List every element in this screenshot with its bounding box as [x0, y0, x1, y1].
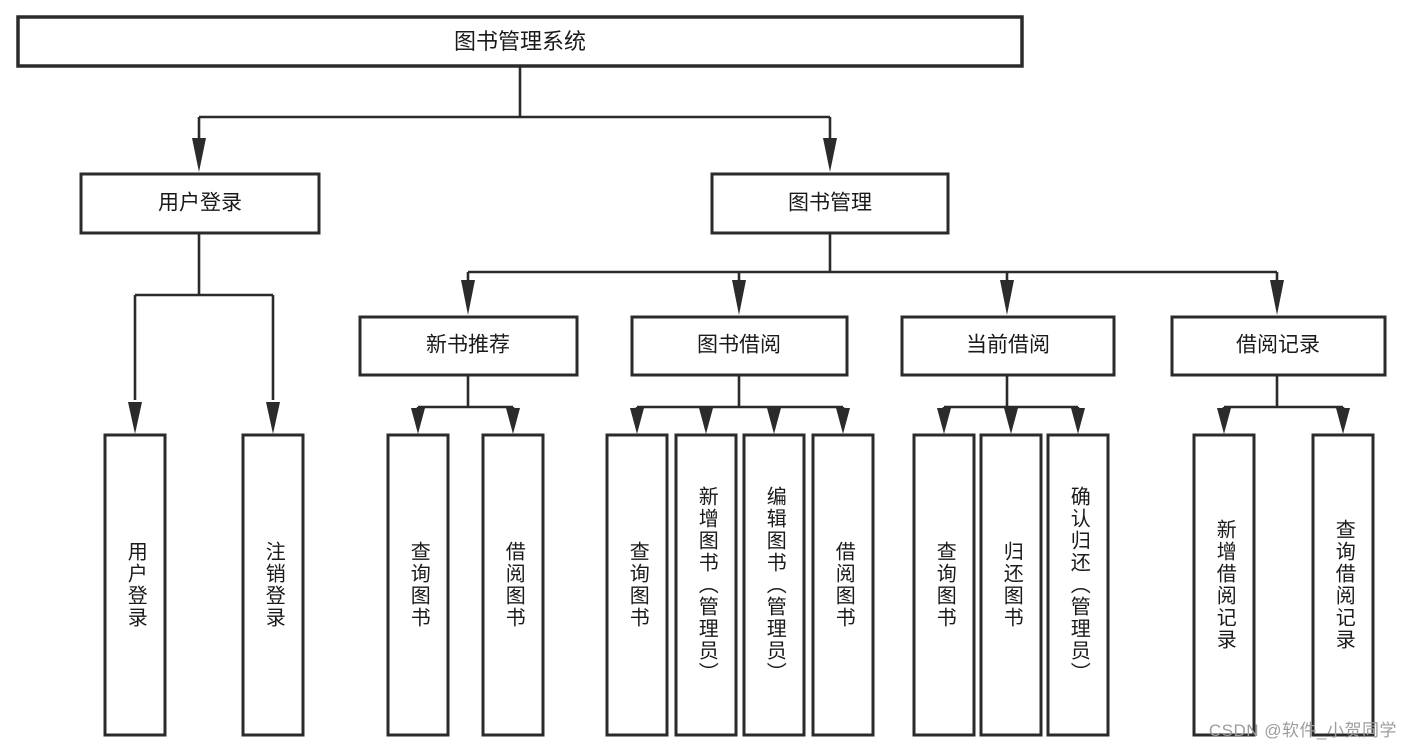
node-root-label: 图书管理系统 — [454, 29, 586, 54]
node-book-borrow[interactable]: 图书借阅 — [630, 315, 849, 377]
leaf-rect-bookborrow-2[interactable] — [674, 433, 738, 737]
node-borrow-record-label: 借阅记录 — [1236, 334, 1320, 357]
leaf-rect-currentborrow-2[interactable] — [979, 433, 1043, 737]
arrowhead-leaf-currentborrow-3 — [1071, 408, 1085, 434]
arrowhead-leaf-user-login-1 — [128, 402, 142, 434]
node-user-login-label: 用户登录 — [158, 192, 242, 215]
leaf-rect-currentborrow-1[interactable] — [912, 433, 976, 737]
node-book-manage-label: 图书管理 — [788, 192, 872, 215]
leaf-boxes — [103, 433, 1375, 737]
arrowhead-leaf-borrowrecord-1 — [1217, 408, 1231, 434]
leaf-rect-bookborrow-4[interactable] — [811, 433, 875, 737]
node-new-book-recommend-label: 新书推荐 — [426, 334, 510, 357]
arrowhead-leaf-borrowrecord-2 — [1336, 408, 1350, 434]
leaf-rect-bookborrow-3[interactable] — [742, 433, 806, 737]
arrowhead-leaf-user-login-2 — [266, 402, 280, 434]
node-book-manage-rect[interactable] — [710, 172, 950, 235]
node-current-borrow-label: 当前借阅 — [966, 334, 1050, 357]
arrowhead-current-borrow — [1000, 280, 1014, 315]
node-new-book-recommend[interactable]: 新书推荐 — [358, 315, 579, 377]
arrowhead-leaf-newbook-1 — [411, 408, 425, 434]
leaf-rect-currentborrow-3[interactable] — [1046, 433, 1110, 737]
arrowhead-leaf-bookborrow-1 — [630, 408, 644, 434]
arrowhead-book-manage — [823, 138, 837, 172]
arrowhead-leaf-newbook-2 — [506, 408, 520, 434]
node-current-borrow[interactable]: 当前借阅 — [900, 315, 1116, 377]
connectors — [128, 66, 1350, 434]
arrowhead-new-book — [461, 280, 475, 315]
arrowhead-leaf-currentborrow-2 — [1004, 408, 1018, 434]
leaf-rect-bookborrow-1[interactable] — [605, 433, 669, 737]
node-user-login[interactable]: 用户登录 — [79, 172, 321, 235]
leaf-rect-user-login-1[interactable] — [103, 433, 167, 737]
arrowhead-leaf-bookborrow-2 — [699, 408, 713, 434]
node-root-rect[interactable] — [16, 15, 1024, 68]
leaf-rect-newbook-1[interactable] — [386, 433, 450, 737]
arrowhead-leaf-currentborrow-1 — [937, 408, 951, 434]
node-book-borrow-label: 图书借阅 — [697, 334, 781, 357]
leaf-rect-borrowrecord-2[interactable] — [1311, 433, 1375, 737]
node-new-book-recommend-rect[interactable] — [358, 315, 579, 377]
arrowhead-leaf-bookborrow-4 — [836, 408, 850, 434]
node-borrow-record-rect[interactable] — [1170, 315, 1387, 377]
node-root[interactable]: 图书管理系统 — [16, 15, 1024, 68]
arrowhead-book-borrow — [732, 280, 746, 315]
arrowhead-leaf-bookborrow-3 — [767, 408, 781, 434]
node-book-manage[interactable]: 图书管理 — [710, 172, 950, 235]
leaf-rect-borrowrecord-1[interactable] — [1192, 433, 1256, 737]
node-current-borrow-rect[interactable] — [900, 315, 1116, 377]
leaf-rect-newbook-2[interactable] — [481, 433, 545, 737]
node-user-login-rect[interactable] — [79, 172, 321, 235]
node-book-borrow-rect[interactable] — [630, 315, 849, 377]
watermark-text: CSDN @软件_小贺同学 — [1208, 721, 1397, 740]
leaf-rect-user-login-2[interactable] — [241, 433, 305, 737]
arrowhead-borrow-record — [1270, 280, 1284, 315]
node-borrow-record[interactable]: 借阅记录 — [1170, 315, 1387, 377]
arrowhead-user-login — [192, 138, 206, 172]
